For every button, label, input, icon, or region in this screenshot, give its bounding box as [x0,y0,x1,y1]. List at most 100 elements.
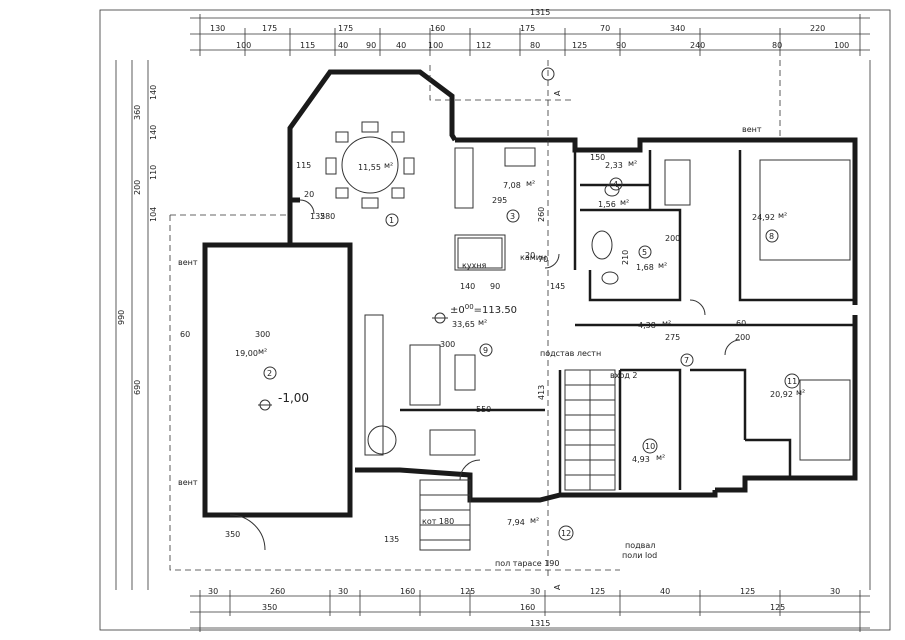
dim-275: 275 [665,333,680,342]
south-wall [355,467,718,503]
dim-140: 140 [460,282,475,291]
room-5-num-circle [638,245,652,259]
room-7-label: 4,38 м² 7 [638,319,694,367]
dim-260: 260 [537,207,546,222]
top-dim-5: 175 [520,24,535,33]
top-dim-r2-13: 100 [834,41,849,50]
bottom-dim-10: 30 [830,587,840,596]
armchair-2 [429,429,476,456]
front-label: пол тарасе 190 [495,559,559,568]
entry2-label: вход 2 [610,371,638,380]
room-5-num: 5 [642,248,647,257]
dining-table [341,136,399,194]
room-1-label: 11,55 м² 1 [358,161,399,227]
kitchen-counter-left [454,147,474,209]
garage-level: -1,00 [278,391,309,405]
room-9-label: 33,65 м² 9 [452,318,493,357]
room-10-num-circle [642,438,658,454]
bottom-dim-6: 30 [530,587,540,596]
top-dim-3: 175 [338,24,353,33]
room-3-area: 7,08 [503,181,521,190]
room-4-label: 2,33 м² 4 [605,159,637,191]
dim-200-stair: 200 [735,333,750,342]
left-dim-6: 140 [149,85,158,100]
dim-70: 70 [538,255,548,264]
dim-90: 90 [490,282,500,291]
room-8-num-circle [765,229,779,243]
elevation-label: ±000=113.50 [450,303,517,316]
garage-level-mark [258,399,272,411]
room-7-num: 7 [684,356,689,365]
dining-west-wall [287,140,300,203]
room-6-unit: м² [658,261,667,270]
dim-150: 150 [590,153,605,162]
bottom-ticks [199,590,861,632]
dim-145: 145 [550,282,565,291]
bottom-dim-2: 260 [270,587,285,596]
section-mark-top-label: A [553,90,562,96]
room-7-area: 4,38 [638,321,656,330]
room-8-num: 8 [769,232,774,241]
room-1-area: 11,55 [358,163,381,172]
top-dim-r2-12: 80 [772,41,782,50]
room-3-label: 7,08 м² 3 [503,179,535,223]
room-4-num: 4 [613,180,618,189]
top-dim-4: 160 [430,24,445,33]
section-mark-bottom-label: A [553,584,562,590]
vent-label-top: вент [178,258,198,267]
room-12-num: 12 [561,529,571,538]
room-8-label: 24,92 м² 8 [752,211,787,243]
room-10-num: 10 [645,442,655,451]
left-dim-5: 110 [149,165,158,180]
top-dim-r2-7: 112 [476,41,491,50]
room-5-unit: м² [620,198,629,207]
entry-steps [419,479,471,551]
room-12-area: 7,94 [507,518,525,527]
vent-label-north: вент [742,125,762,134]
room-2-unit: м² [258,347,267,356]
room-1-num: 1 [389,216,394,225]
room-7-unit: м² [662,319,671,328]
dim-280: 280 [320,212,335,221]
top-dim-r2-2: 115 [300,41,315,50]
bottom-overall-dim: 1315 [530,619,550,628]
kitchen-island-label: кухня [462,261,487,270]
left-dim-1: 360 [133,105,142,120]
bottom-dim-8: 40 [660,587,670,596]
room-1-num-circle [385,213,399,227]
room-3-unit: м² [526,179,535,188]
door-arcs [229,199,741,551]
room-5-area: 1,56 [598,200,616,209]
porch-label: кот 180 [422,517,454,526]
dim-135: 135 [310,212,325,221]
elevation-mark [432,312,448,324]
top-dim-1: 130 [210,24,225,33]
ramp-label: поли lod [622,551,657,560]
room-12-num-circle [558,525,574,541]
room-5-label: 1,56 м² 5 [598,198,652,259]
room-8-area: 24,92 [752,213,775,222]
room-2-num: 2 [267,369,272,378]
room-9-area: 33,65 [452,320,475,329]
kitchen-island [454,234,506,271]
drawing-frame [99,9,891,631]
sofa [364,314,384,456]
section-marker-top: A [541,67,562,96]
top-dim-r2-4: 90 [366,41,376,50]
top-dim-2: 175 [262,24,277,33]
toilet [601,271,619,285]
terrace-outline [169,215,620,571]
bedroom-partition [738,150,855,302]
room-10-unit: м² [656,453,665,462]
top-dim-7: 340 [670,24,685,33]
bottom-dim-1: 30 [208,587,218,596]
dim-413: 413 [537,385,546,400]
room-2-area: 19,00 [235,349,258,358]
bathtub-sink [591,230,613,260]
room-4-unit: м² [628,159,637,168]
room-9-unit: м² [478,318,487,327]
dim-115: 115 [296,161,311,170]
roof-outline [429,65,575,101]
